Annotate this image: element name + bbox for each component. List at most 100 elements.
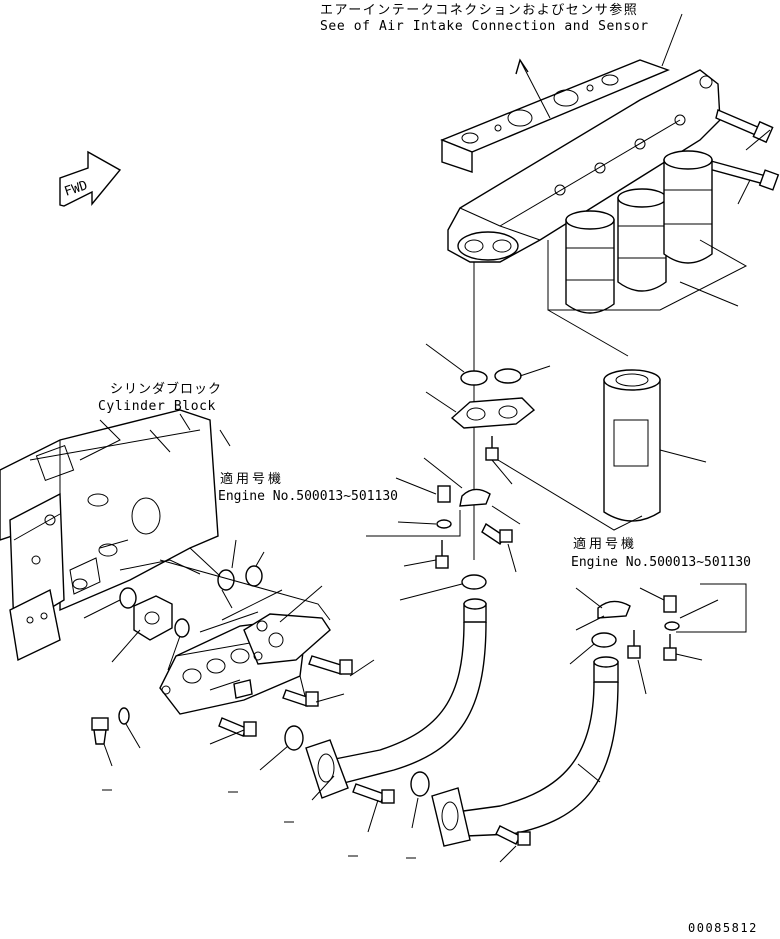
arrow-head-icon [515,58,529,75]
leader-line [491,459,513,485]
air-intake-note-en: See of Air Intake Connection and Sensor [320,19,649,34]
leader-line [411,797,419,829]
leader-line [737,179,751,205]
cylinder-block-label-en: Cylinder Block [98,399,216,414]
block-gasket-3 [119,587,137,609]
leader-line [507,543,517,573]
serial-note-left-jp: 適用号機 [220,471,284,487]
leader-line [679,599,719,619]
leader-line [367,799,379,833]
leader-line [279,585,323,623]
serial-note-right-en: Engine No.500013~501130 [571,555,751,570]
leader-line [349,659,375,677]
serial-note-right-jp: 適用号機 [573,536,637,552]
leader-line [661,13,683,67]
mounted-filter-3 [663,150,713,264]
bolt-small [485,436,499,461]
leader-line [125,723,141,749]
leader-line [575,587,603,609]
fwd-arrow-icon: FWD [59,150,122,207]
leader-line [637,659,647,695]
block-gasket-2 [245,565,263,587]
housing-bolt-2 [282,689,319,707]
leader-line [366,510,461,537]
fwd-label: FWD [63,178,90,200]
connector-block [133,595,173,641]
leader-line [221,589,283,621]
filter-gasket [450,397,536,429]
leader-line [745,129,771,151]
leader-line [255,551,265,567]
serial-note-left-en: Engine No.500013~501130 [218,489,398,504]
leader-line [231,539,237,569]
air-intake-leader [519,59,551,119]
flange-bolt-left [352,783,395,804]
leader-line [103,743,113,767]
clamp-bolt-right-2 [663,634,677,661]
connector-gasket [174,618,190,638]
leader-line [179,413,191,431]
clamp-bolt-left [435,540,449,569]
leader-line [499,845,517,863]
pipe-clamp-left [436,485,491,529]
o-ring-left [460,370,488,386]
leader-line [311,775,335,801]
leader-line [679,281,739,307]
pipe-clamp-right [597,595,680,631]
leader-line [159,559,331,621]
air-intake-plate [440,59,670,173]
filter-group-bracket [547,239,748,311]
leader-line [83,599,121,619]
oil-pipe-right [431,656,619,847]
housing-bolt-3 [218,717,257,737]
leader-line [111,629,141,663]
clamp-bolt-right [481,522,513,546]
mounted-filter-1 [565,210,615,314]
seal-ring-right [591,632,617,648]
leader-line [221,589,233,609]
leader-line [575,615,605,631]
cylinder-block-label-jp: シリンダブロック [110,381,222,397]
mounted-filter-2 [617,188,667,292]
leader-line [219,429,231,447]
clamp-bolt-right-1 [627,630,641,659]
seal-ring-left [461,574,487,590]
leader-line [315,693,345,703]
leader-line [491,505,521,525]
filter-head-bolt-1 [715,109,774,144]
leader-line [676,583,747,633]
pipe-gasket-right [410,771,430,797]
leader-line [403,559,437,567]
filter-head [447,69,721,263]
leader-line [639,587,665,601]
plug-washer [118,707,130,725]
drawing-number: 00085812 [688,921,758,935]
leader-line [167,635,181,671]
leader-line [425,391,457,413]
leader-line [395,477,437,495]
pump-housing [159,613,331,715]
leader-line [423,457,463,489]
air-intake-note-jp: エアーインテークコネクションおよびセンサ参照 [320,2,638,18]
leader-line [577,763,601,783]
housing-bolt-1 [308,655,353,675]
cylinder-block [0,409,219,662]
plug-bolt [91,717,109,745]
flange-bolt-right [495,825,531,846]
leader-line [659,449,707,463]
leader-line [425,343,465,373]
leader-line [399,583,463,601]
leader-line [199,611,259,633]
leader-line [259,745,289,771]
block-gasket-1 [217,569,235,591]
oil-pipe-left [305,598,487,799]
leader-line [209,729,245,745]
spare-filter-cartridge [603,369,661,522]
leader-line [397,521,437,525]
leader-line [675,653,703,661]
leader-line [569,643,595,665]
leader-line [189,547,221,577]
leader-line [519,365,551,377]
leader-line [497,459,643,531]
